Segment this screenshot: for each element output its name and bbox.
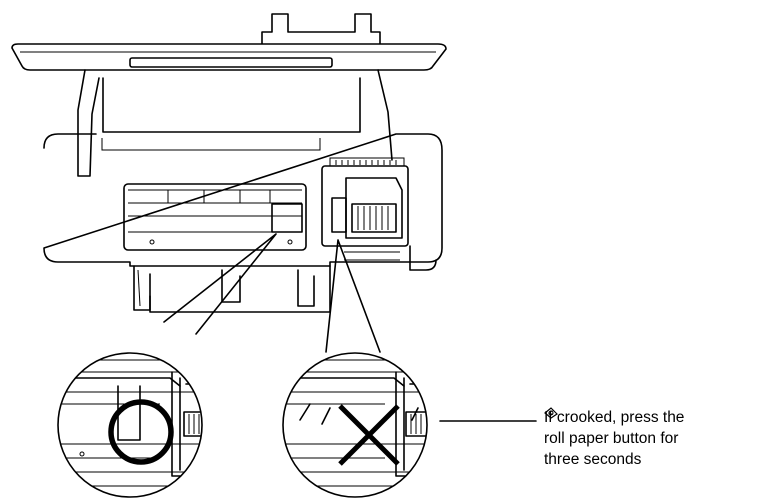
incorrect-marker-cross [338,404,400,466]
zoom-circle-incorrect [282,352,428,498]
instruction-line-1: If crooked, press the [544,409,685,426]
crooked-paper-instruction: If crooked, press the roll paper button … [544,407,762,470]
zoom-circle-correct [57,352,203,498]
instruction-line-2: roll paper button for [544,407,762,449]
roll-paper-button-icon [544,407,558,419]
correct-marker-circle [108,399,174,465]
zoom-leaders [163,233,381,353]
printer-body [11,13,447,313]
instruction-line-3: three seconds [544,451,642,468]
